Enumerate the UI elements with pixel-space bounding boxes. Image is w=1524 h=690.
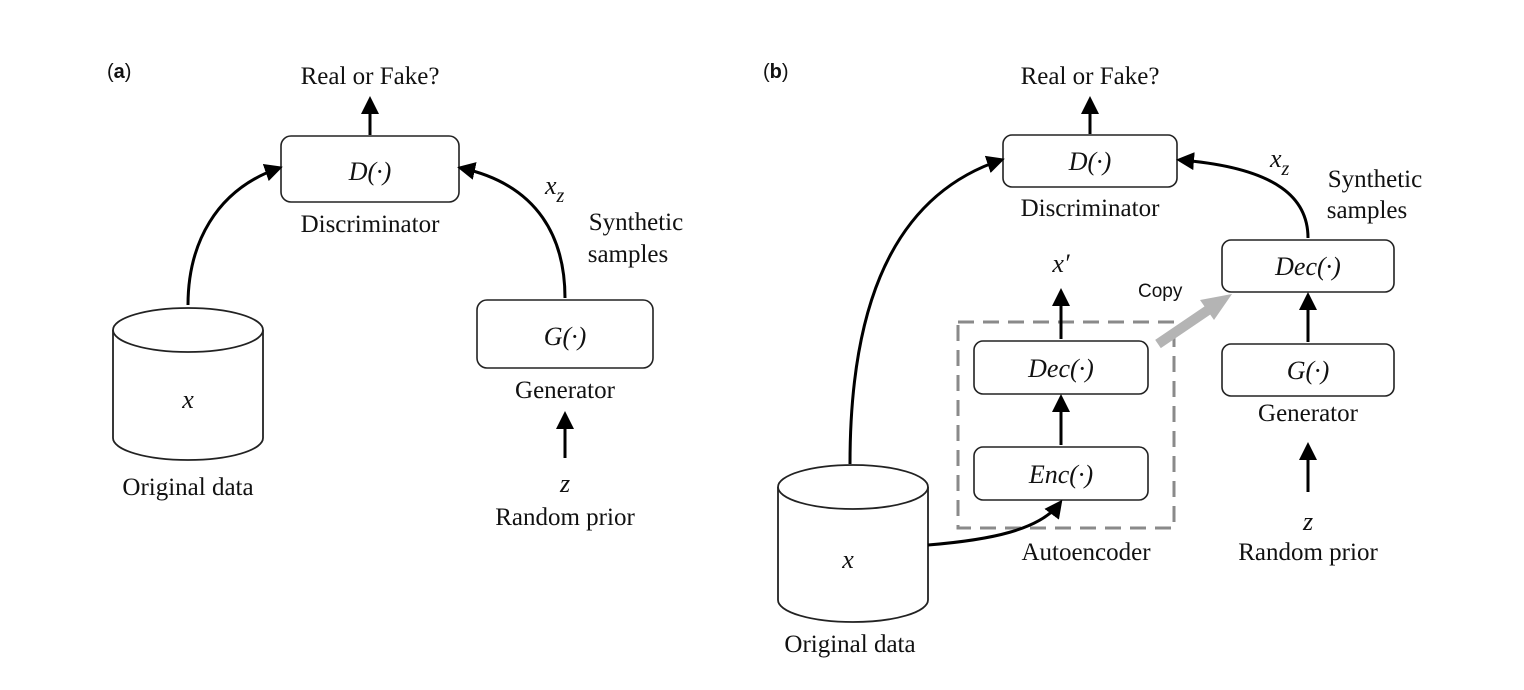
panel-b-prior-math: z (1302, 507, 1313, 536)
panel-b-synthetic-math: xz (1269, 144, 1290, 180)
panel-a-data-cylinder (112, 307, 264, 461)
panel-b-ae-output-math: x′ (1051, 249, 1070, 278)
panel-b-data-to-discriminator-arrow (848, 155, 1005, 465)
panel-a-generator-math: G(·) (544, 322, 587, 351)
panel-a-generator-box (476, 299, 654, 369)
panel-b-output-label: Real or Fake? (1021, 63, 1160, 90)
panel-a: (a) Real or Fake? D(·) Discriminator x O… (107, 61, 683, 531)
panel-b-data-to-encoder-arrow (927, 499, 1063, 547)
panel-b-synthetic-caption-2: samples (1327, 197, 1408, 224)
panel-b-copy-arrow-shaft (1155, 301, 1217, 349)
panel-a-discriminator-caption: Discriminator (301, 211, 441, 238)
panel-a-discriminator-math: D(·) (348, 157, 392, 186)
panel-b-discriminator-math: D(·) (1068, 147, 1112, 176)
panel-a-synthetic-caption-2: samples (588, 241, 669, 268)
panel-a-data-math: x (181, 385, 194, 414)
panel-b-data-cylinder (777, 464, 929, 623)
panel-a-label: (a) (107, 61, 131, 83)
panel-b-discriminator-caption: Discriminator (1021, 195, 1161, 222)
panel-b-prior-caption: Random prior (1238, 539, 1378, 566)
panel-b-generator-caption: Generator (1258, 400, 1359, 427)
panel-b: (b) Real or Fake? D(·) Discriminator Dec… (763, 61, 1422, 658)
panel-b-gen-decoder-math: Dec(·) (1274, 252, 1341, 281)
panel-a-data-to-discriminator-arrow (186, 164, 283, 306)
panel-b-data-caption: Original data (784, 631, 915, 658)
panel-b-data-math: x (841, 545, 854, 574)
panel-a-prior-math: z (559, 469, 570, 498)
panel-b-copy-arrow-head (1200, 294, 1232, 320)
panel-a-generator-caption: Generator (515, 377, 616, 404)
panel-b-autoencoder-frame (956, 320, 1176, 530)
panel-a-output-label: Real or Fake? (301, 63, 440, 90)
panel-a-synthetic-caption-1: Synthetic (589, 209, 683, 236)
panel-b-generator-math: G(·) (1287, 356, 1330, 385)
panel-a-prior-caption: Random prior (495, 504, 635, 531)
panel-a-data-caption: Original data (122, 474, 253, 501)
panel-b-synthetic-caption-1: Synthetic (1328, 166, 1422, 193)
panel-b-autoencoder-caption: Autoencoder (1021, 539, 1151, 566)
panel-b-generator-box (1221, 343, 1395, 397)
panel-b-decoder-to-discriminator-arrow (1176, 152, 1310, 239)
panel-b-label: (b) (763, 61, 789, 83)
panel-a-generator-to-discriminator-arrow (457, 162, 567, 299)
panel-b-copy-label: Copy (1138, 281, 1183, 302)
panel-a-synthetic-math: xz (544, 171, 565, 207)
panel-b-ae-encoder-math: Enc(·) (1028, 460, 1093, 489)
panel-b-ae-decoder-math: Dec(·) (1027, 354, 1094, 383)
